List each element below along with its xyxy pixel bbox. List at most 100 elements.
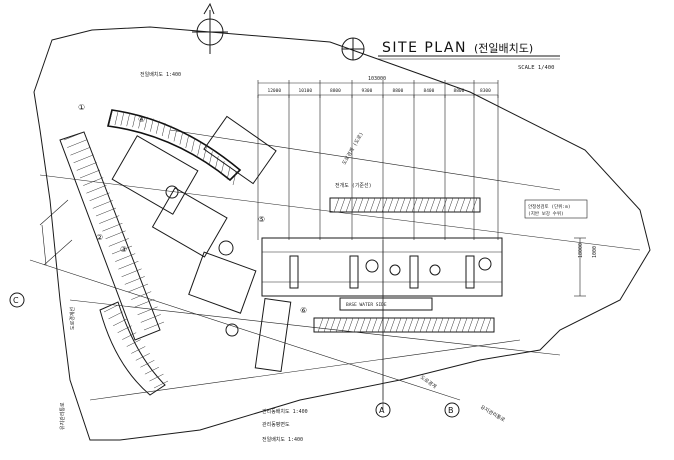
hatch-line (79, 169, 101, 179)
hatch-line (459, 197, 466, 213)
room-marker-6: ⑥ (300, 306, 307, 315)
hatch-line (449, 317, 456, 333)
label-base-water: BASE WATER SIDE (346, 302, 387, 308)
title-sub: (전일배치도) (474, 41, 533, 55)
site-boundary (33, 26, 651, 441)
hatch-line (461, 317, 468, 333)
hatch-line (140, 360, 155, 368)
hatch-line (357, 197, 364, 213)
hatch-line (479, 317, 486, 333)
hatch-line (89, 192, 110, 202)
dim-segment-label: 8300 (480, 88, 491, 94)
hatch-line (453, 197, 460, 213)
title-block: SITE PLAN (전일배치도) SCALE 1/400 (341, 37, 560, 71)
dim-segment-label: 12000 (268, 88, 282, 94)
dim-total: 103000 (368, 76, 386, 82)
hatch-line (465, 197, 472, 213)
label-bottom-1: 관리동배치도 1:400 (262, 408, 308, 415)
hatch-line (381, 197, 388, 213)
hatch-line (329, 317, 336, 333)
main-building-block: BASE WATER SIDE (261, 237, 503, 311)
hatch-line (121, 268, 142, 278)
hatch-line (437, 317, 444, 333)
annotations: 전일배치도 1:400 전개도 (기준선) 안정성검토 (단위:m) (지반 보… (59, 71, 598, 443)
hatch-line (137, 306, 158, 316)
hatch-line (395, 317, 402, 333)
hatch-line (203, 146, 207, 160)
hatch-line (377, 317, 384, 333)
hatch-line (95, 207, 117, 217)
site-axis-lines (29, 129, 641, 401)
hatch-line (443, 317, 450, 333)
dimension-left (39, 199, 73, 266)
hatch-line (359, 317, 366, 333)
hatch-line (365, 317, 372, 333)
hatch-line (86, 184, 107, 194)
hatch-line (413, 317, 420, 333)
hatch-line (102, 222, 123, 232)
hatch-line (215, 156, 219, 170)
room-markers: ① ② ③ ④ ⑤ ⑥ (78, 103, 307, 315)
hatch-line (124, 276, 145, 285)
central-cluster (111, 115, 292, 373)
hatch-line (435, 197, 442, 213)
hatch-line (111, 245, 133, 255)
hatch-line (153, 380, 169, 389)
label-bottom-3: 전일배치도 1:400 (262, 436, 303, 443)
title-main: SITE PLAN (382, 40, 467, 56)
hatch-line (67, 139, 88, 148)
hatch-line (405, 197, 412, 213)
dim-segment-label: 8400 (424, 88, 435, 94)
hatch-line (347, 317, 354, 333)
hatch-line (425, 317, 432, 333)
hatch-line (333, 197, 340, 213)
hatch-line (345, 197, 352, 213)
hatch-line (122, 332, 137, 340)
svg-text:A: A (379, 406, 385, 415)
hatch-line (485, 317, 492, 333)
hatch-line (126, 113, 130, 127)
dim-right-small: 1000 (592, 246, 598, 258)
room-marker-2: ② (96, 233, 103, 242)
room-marker-1: ① (78, 103, 85, 112)
parking-strip-bottom (313, 317, 495, 333)
hatch-line (191, 138, 195, 152)
hatch-line (455, 317, 462, 333)
left-wing (59, 131, 165, 341)
dim-segment-label: 8800 (454, 88, 465, 94)
hatch-line (341, 317, 348, 333)
hatch-line (70, 146, 91, 156)
dim-right-vertical: 18000 (578, 243, 584, 258)
hatch-line (161, 122, 166, 137)
hatch-line (99, 215, 120, 224)
hatch-line (351, 197, 358, 213)
hatch-line (127, 283, 149, 293)
hatch-line (441, 197, 448, 213)
label-left-top: 전일배치도 1:400 (140, 71, 181, 78)
hatch-line (140, 314, 161, 323)
hatch-line (149, 373, 164, 382)
hatch-line (375, 197, 382, 213)
lower-left-wing (99, 301, 169, 396)
room-marker-5: ⑤ (258, 215, 265, 224)
hatch-line (134, 298, 155, 308)
room-marker-4: ④ (138, 115, 145, 124)
hatch-line (144, 366, 160, 375)
hatch-line (131, 346, 146, 354)
dim-segment-label: 8800 (330, 88, 341, 94)
hatch-line (63, 131, 85, 141)
svg-text:B: B (448, 406, 454, 415)
hatch-line (401, 317, 408, 333)
hatch-line (112, 318, 128, 327)
hatch-line (120, 112, 125, 126)
label-right-box-1: 안정성검토 (단위:m) (528, 203, 571, 210)
hatch-line (363, 197, 370, 213)
hatch-line (393, 197, 400, 213)
hatch-line (115, 253, 136, 262)
hatch-line (383, 317, 390, 333)
hatch-line (131, 291, 152, 300)
hatch-line (73, 154, 94, 164)
